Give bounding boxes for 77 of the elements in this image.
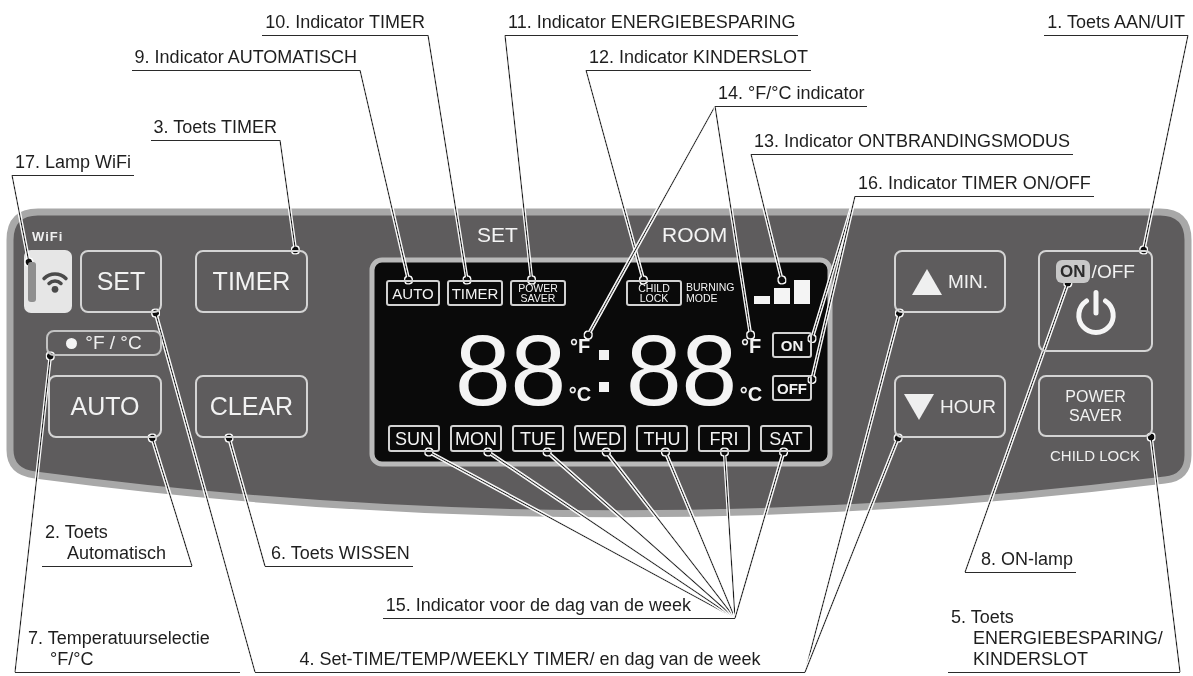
leader-line — [714, 105, 754, 339]
day-tag: SUN — [388, 425, 440, 452]
display-tag: POWER SAVER — [510, 280, 566, 306]
leader-line — [1140, 34, 1189, 254]
leader-line — [152, 309, 256, 673]
callout-label: 17. Lamp WiFi — [12, 152, 135, 176]
callout-label: 4. Set-TIME/TEMP/WEEKLY TIMER/ en dag van de week — [255, 649, 805, 673]
status-light: ON — [1056, 260, 1090, 283]
digit-readout: 88 — [455, 330, 567, 410]
leader-line — [734, 448, 787, 619]
leader-line — [1147, 433, 1181, 673]
day-tag: THU — [636, 425, 688, 452]
leader-line — [804, 434, 902, 673]
callout-label: 6. Toets WISSEN — [265, 543, 413, 567]
digit-readout: 88 — [626, 330, 738, 410]
display-tag: ON — [772, 332, 812, 358]
callout-label: 8. ON-lamp — [965, 549, 1077, 573]
day-tag: TUE — [512, 425, 564, 452]
callout-label: 16. Indicator TIMER ON/OFF — [855, 173, 1094, 197]
callout-label: 5. Toets ENERGIEBESPARING/ KINDERSLOT — [948, 607, 1180, 673]
leader-line — [750, 153, 786, 284]
leader-line — [148, 434, 193, 567]
display-tag: AUTO — [386, 280, 440, 306]
selector-switch: °F / °C — [46, 330, 162, 356]
caption-label: CHILD LOCK — [1050, 447, 1140, 465]
leader-line — [584, 105, 716, 339]
leader-line — [721, 448, 736, 619]
leader-line — [279, 139, 299, 254]
panel-button: SET — [80, 250, 162, 313]
day-tag: FRI — [698, 425, 750, 452]
leader-line — [808, 195, 856, 383]
display-heading: SET — [477, 222, 518, 248]
panel-button: TIMER — [195, 250, 308, 313]
unit-label: °C — [739, 383, 763, 405]
caption-label: WiFi — [32, 229, 64, 245]
day-tag: SAT — [760, 425, 812, 452]
callout-label: 13. Indicator ONTBRANDINGSMODUS — [751, 131, 1074, 155]
leader-line — [602, 448, 736, 619]
leader-line — [225, 434, 266, 567]
display-heading: ROOM — [662, 222, 728, 248]
callout-label: 9. Indicator AUTOMATISCH — [131, 47, 360, 71]
day-tag: WED — [574, 425, 626, 452]
display-tag: CHILD LOCK — [626, 280, 682, 306]
leader-line — [804, 309, 903, 673]
leader-line — [543, 448, 736, 619]
callout-label: 10. Indicator TIMER — [262, 12, 428, 36]
panel-button: POWER SAVER — [1038, 375, 1153, 437]
callout-label: 11. Indicator ENERGIEBESPARING — [505, 12, 799, 36]
day-tag: MON — [450, 425, 502, 452]
leader-line — [504, 34, 535, 284]
unit-label: °F — [740, 335, 762, 357]
panel-button: CLEAR — [195, 375, 308, 438]
leader-line — [425, 448, 736, 619]
callout-label: 15. Indicator voor de dag van de week — [382, 595, 735, 619]
display-tag: OFF — [772, 375, 812, 401]
callout-label: 7. Temperatuurselectie °F/°C — [15, 628, 240, 673]
callout-label: 2. Toets Automatisch — [42, 522, 192, 567]
leader-line — [585, 69, 647, 284]
callout-label: 14. °F/°C indicator — [715, 83, 868, 107]
level-bars-icon — [754, 280, 810, 304]
leader-line — [359, 69, 412, 284]
unit-label: °F — [569, 335, 591, 357]
leader-line — [11, 174, 33, 266]
display-tag: TIMER — [447, 280, 503, 306]
callout-label: 1. Toets AAN/UIT — [1044, 12, 1188, 36]
leader-line — [662, 448, 736, 619]
callout-label: 3. Toets TIMER — [150, 117, 280, 141]
leader-line — [14, 352, 54, 673]
led-light-icon — [28, 262, 36, 302]
panel-button: HOUR — [894, 375, 1006, 438]
panel-button: AUTO — [48, 375, 162, 438]
caption-label: BURNING MODE — [686, 282, 736, 304]
panel-button: ON /OFF — [1038, 250, 1153, 352]
panel-button: MIN. — [894, 250, 1006, 313]
leader-line — [427, 34, 471, 284]
callout-label: 12. Indicator KINDERSLOT — [586, 47, 812, 71]
unit-label: °C — [568, 383, 592, 405]
